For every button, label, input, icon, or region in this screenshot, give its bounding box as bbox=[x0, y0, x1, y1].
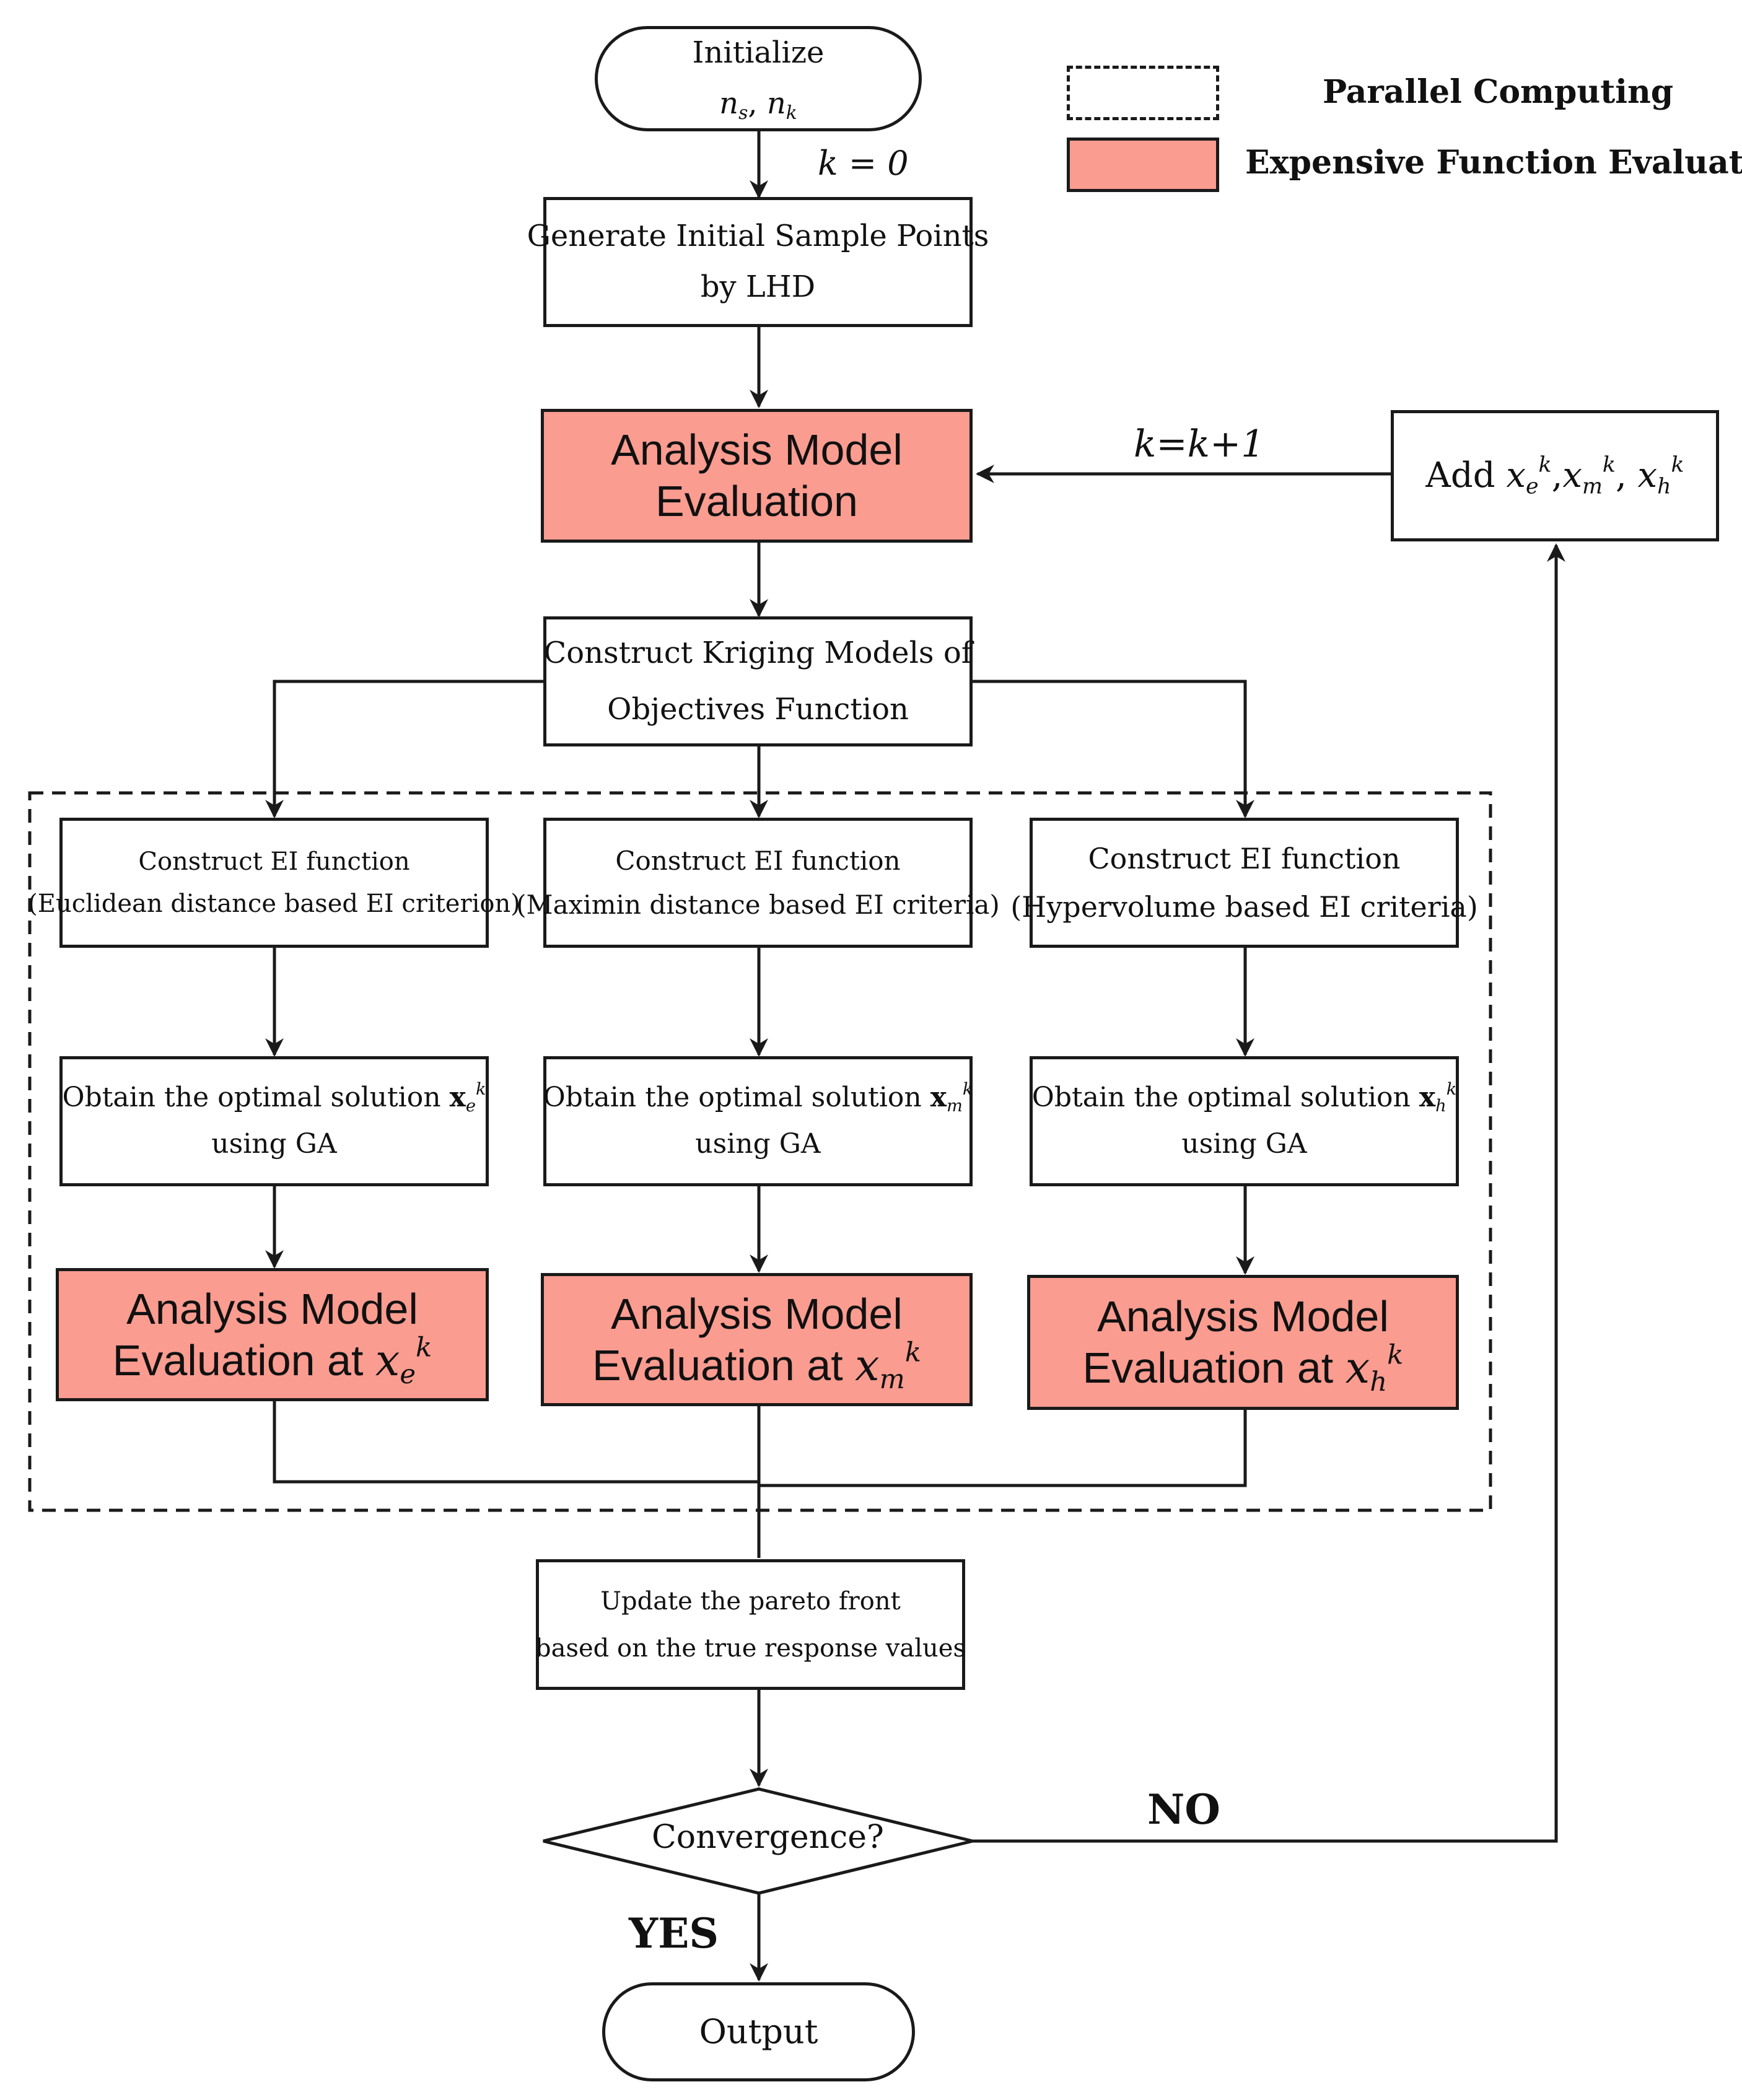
ga-m-node: Obtain the optimal solution xmk using GA bbox=[543, 1056, 973, 1186]
merge-right bbox=[759, 1410, 1247, 1487]
initialize-params: ns, nk bbox=[719, 86, 797, 124]
initialize-node: Initialize ns, nk bbox=[595, 26, 922, 131]
kriging-line2: Objectives Function bbox=[607, 692, 909, 727]
arrow-no-loop bbox=[973, 543, 1565, 1843]
kriging-node: Construct Kriging Models of Objectives F… bbox=[543, 616, 973, 746]
ei-hypervolume-line1: Construct EI function bbox=[1088, 841, 1401, 875]
update-line1: Update the pareto front bbox=[600, 1586, 901, 1616]
legend-expensive-label: Expensive Function Evaluates bbox=[1245, 144, 1742, 182]
eval-h-line1: Analysis Model bbox=[1097, 1292, 1389, 1341]
arrow-kriging-ei-right bbox=[973, 680, 1254, 818]
analysis-eval-node: Analysis Model Evaluation bbox=[541, 409, 973, 543]
eval-m-node: Analysis Model Evaluation at xmk bbox=[541, 1273, 973, 1406]
ga-m-line1: Obtain the optimal solution xmk bbox=[543, 1080, 973, 1116]
arrow-kriging-ei-left bbox=[265, 680, 543, 818]
eval-m-line2: Evaluation at xmk bbox=[592, 1337, 922, 1395]
ga-e-node: Obtain the optimal solution xek using GA bbox=[59, 1056, 489, 1186]
eval-m-line1: Analysis Model bbox=[611, 1289, 903, 1338]
yes-label: YES bbox=[629, 1909, 719, 1958]
ei-hypervolume-node: Construct EI function (Hypervolume based… bbox=[1010, 818, 1478, 948]
eval-h-line2: Evaluation at xhk bbox=[1082, 1339, 1404, 1398]
analysis-eval-line2: Evaluation bbox=[655, 477, 858, 525]
analysis-eval-line1: Analysis Model bbox=[611, 426, 903, 475]
add-points-label: Add xek,xmk, xhk bbox=[1425, 453, 1684, 499]
ga-h-node: Obtain the optimal solution xhk using GA bbox=[1030, 1056, 1459, 1186]
convergence-label: Convergence? bbox=[652, 1819, 884, 1856]
legend-parallel-label: Parallel Computing bbox=[1323, 73, 1674, 111]
add-points-node: Add xek,xmk, xhk bbox=[1391, 410, 1719, 541]
k-init-label: k = 0 bbox=[818, 144, 909, 183]
generate-line2: by LHD bbox=[700, 269, 816, 304]
ei-maximin-node: Construct EI function (Maximin distance … bbox=[516, 818, 1000, 948]
output-node: Output bbox=[602, 1982, 915, 2081]
eval-e-node: Analysis Model Evaluation at xek bbox=[56, 1268, 489, 1401]
ei-maximin-line2: (Maximin distance based EI criteria) bbox=[516, 890, 1000, 920]
legend-parallel-swatch bbox=[1067, 66, 1219, 120]
generate-samples-node: Generate Initial Sample Points by LHD bbox=[527, 197, 989, 327]
output-label: Output bbox=[699, 2012, 818, 2052]
ga-e-line2: using GA bbox=[211, 1128, 337, 1160]
ga-e-line1: Obtain the optimal solution xek bbox=[62, 1080, 486, 1116]
eval-e-line1: Analysis Model bbox=[126, 1284, 418, 1333]
ei-euclidean-node: Construct EI function (Euclidean distanc… bbox=[28, 818, 520, 948]
ei-maximin-line1: Construct EI function bbox=[615, 845, 901, 876]
kriging-line1: Construct Kriging Models of bbox=[543, 635, 973, 670]
ei-euclidean-line2: (Euclidean distance based EI criterion) bbox=[28, 890, 520, 918]
merge-left bbox=[273, 1401, 759, 1484]
eval-e-line2: Evaluation at xek bbox=[112, 1332, 432, 1390]
update-line2: based on the true response values bbox=[535, 1634, 966, 1663]
convergence-diamond bbox=[543, 1787, 973, 1895]
eval-h-node: Analysis Model Evaluation at xhk bbox=[1027, 1275, 1459, 1410]
generate-line1: Generate Initial Sample Points bbox=[527, 219, 989, 254]
ga-m-line2: using GA bbox=[695, 1128, 821, 1160]
ei-hypervolume-line2: (Hypervolume based EI criteria) bbox=[1010, 890, 1478, 924]
ga-h-line2: using GA bbox=[1181, 1128, 1307, 1160]
legend-expensive-swatch bbox=[1067, 138, 1219, 192]
k-update-label: k=k+1 bbox=[1134, 422, 1265, 466]
initialize-label: Initialize bbox=[692, 35, 825, 71]
no-label: NO bbox=[1147, 1785, 1220, 1834]
ei-euclidean-line1: Construct EI function bbox=[138, 847, 410, 876]
ga-h-line1: Obtain the optimal solution xhk bbox=[1031, 1080, 1457, 1116]
update-pareto-node: Update the pareto front based on the tru… bbox=[535, 1559, 966, 1690]
